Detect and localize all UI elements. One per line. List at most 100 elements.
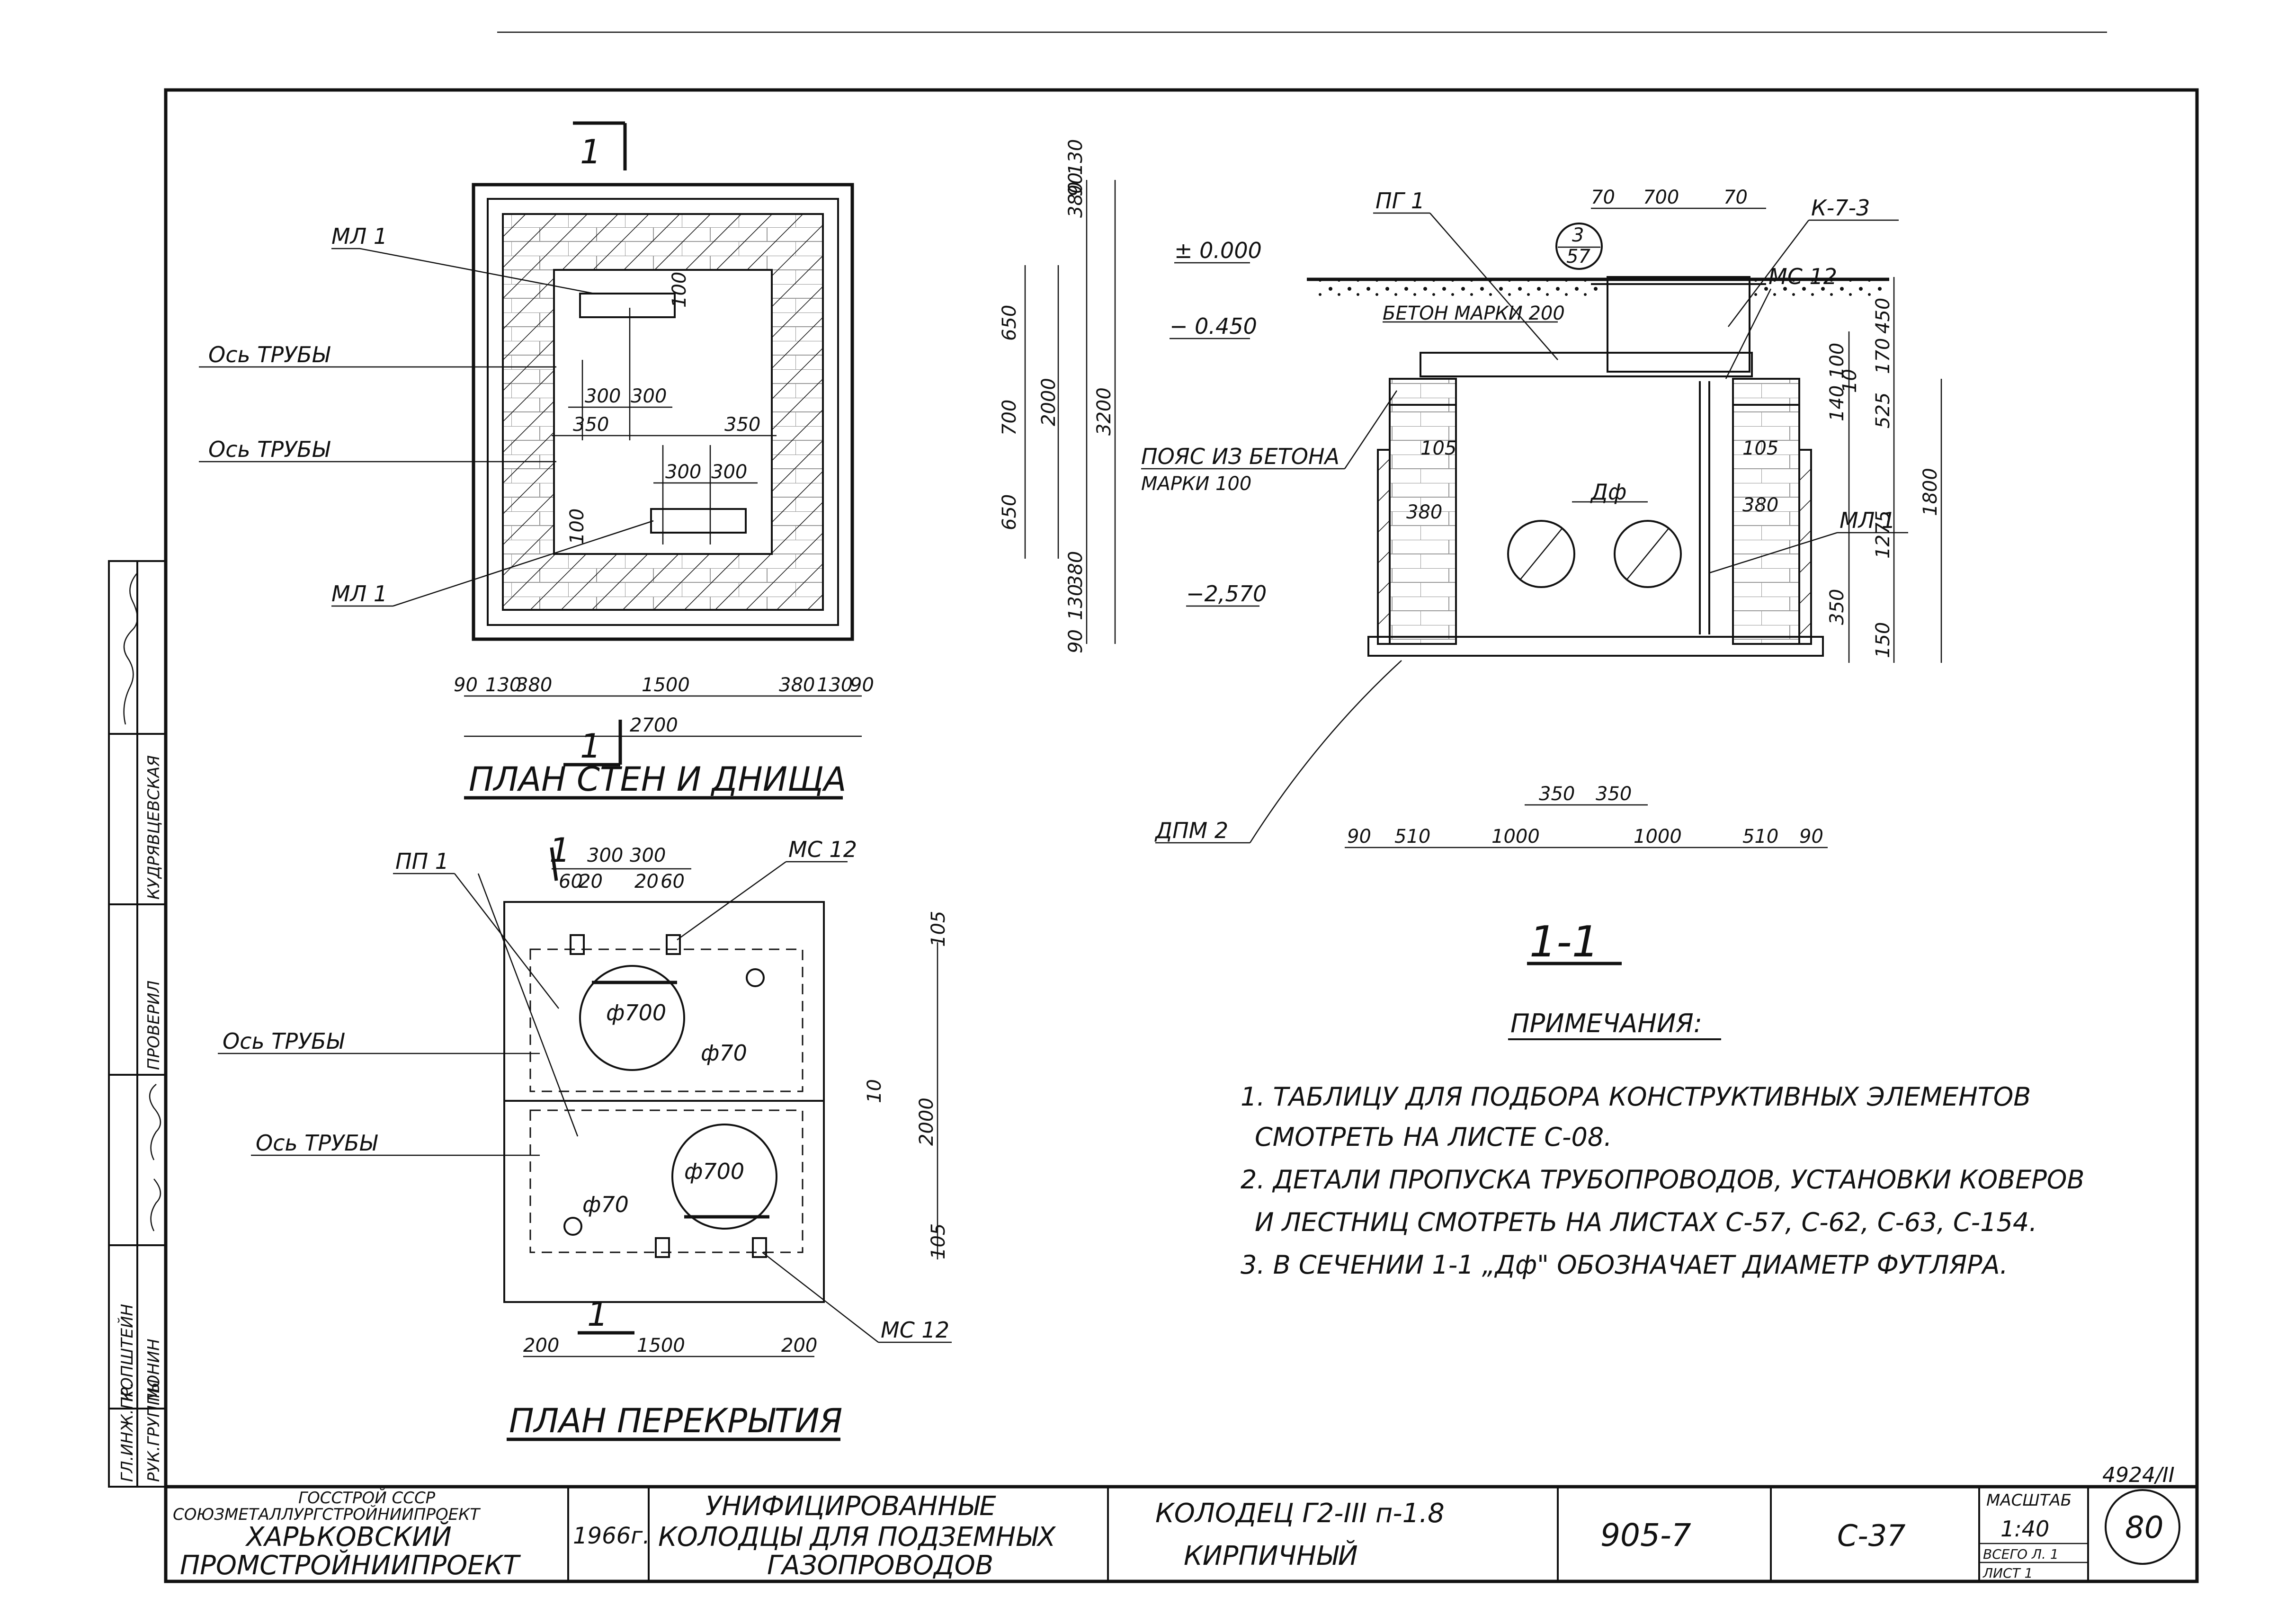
svg-text:700: 700: [1643, 187, 1679, 208]
cover-section-mark-bottom: 1: [587, 1295, 608, 1334]
svg-text:КУДРЯВЦЕВСКАЯ: КУДРЯВЦЕВСКАЯ: [144, 755, 163, 900]
dim-b: 300: [631, 385, 667, 407]
svg-text:1500: 1500: [642, 674, 690, 696]
svg-text:МОНИН: МОНИН: [144, 1338, 163, 1401]
elev-0: ± 0.000: [1174, 238, 1262, 263]
svg-text:3: 3: [1572, 224, 1584, 246]
label-mc-bottom: МС 12: [881, 1317, 949, 1343]
svg-text:450: 450: [1872, 298, 1894, 334]
label-axis-2: Ось ТРУБЫ: [208, 437, 331, 462]
signature-1: [123, 572, 138, 725]
elev-1: − 0.450: [1170, 313, 1257, 339]
scale: 1:40: [2000, 1516, 2049, 1542]
svg-text:90: 90: [1065, 629, 1087, 653]
label-belt-1: ПОЯС ИЗ БЕТОНА: [1141, 444, 1339, 469]
svg-text:90: 90: [454, 674, 478, 696]
ladder-top: [579, 293, 676, 318]
svg-text:300: 300: [630, 845, 666, 866]
svg-text:КОЛОДЕЦ Г2-III п-1.8: КОЛОДЕЦ Г2-III п-1.8: [1155, 1498, 1445, 1529]
svg-text:РУК.ГРУППЫ: РУК.ГРУППЫ: [144, 1379, 163, 1482]
section-title: 1-1: [1529, 917, 1599, 967]
svg-text:2000: 2000: [916, 1098, 938, 1146]
section-mark-bottom: 1: [580, 727, 601, 766]
svg-text:10: 10: [864, 1079, 885, 1103]
label-hole-small-1: ф70: [701, 1040, 747, 1066]
side-stamp: ГЛ.ИНЖ.ПР. РУК.ГРУППЫ ПРОВЕРИЛ КУДРЯВЦЕВ…: [108, 560, 167, 1488]
notes: ПРИМЕЧАНИЯ: 1. ТАБЛИЦУ ДЛЯ ПОДБОРА КОНСТ…: [1241, 1008, 2084, 1280]
pipe-2: [1614, 520, 1682, 588]
svg-text:650: 650: [999, 305, 1020, 341]
svg-text:1000: 1000: [1634, 826, 1682, 848]
ref-number: 4924/II: [2102, 1463, 2175, 1487]
svg-text:ГЛ.ИНЖ.ПР.: ГЛ.ИНЖ.ПР.: [118, 1382, 137, 1482]
section-1-1: ± 0.000 − 0.450 −2,570 ПГ 1 К-7-3 3 57 Б…: [1141, 187, 1942, 967]
svg-text:105: 105: [928, 1223, 949, 1259]
svg-text:КИРПИЧНЫЙ: КИРПИЧНЫЙ: [1184, 1541, 1358, 1571]
svg-text:150: 150: [1872, 622, 1894, 658]
dim-d: 350: [724, 414, 760, 436]
svg-text:70: 70: [1591, 187, 1615, 208]
label-hole-big-1: ф700: [606, 1000, 666, 1026]
plan-outer-wall: [472, 183, 854, 641]
svg-text:105: 105: [1420, 437, 1456, 459]
svg-text:170: 170: [1872, 338, 1894, 374]
svg-text:ХАРЬКОВСКИЙ: ХАРЬКОВСКИЙ: [245, 1522, 452, 1553]
svg-text:140: 140: [1826, 385, 1848, 421]
page-circle: [2105, 1489, 2180, 1565]
svg-text:700: 700: [999, 400, 1020, 436]
dim-g: 100: [669, 272, 690, 308]
note-line-3: 2. ДЕТАЛИ ПРОПУСКА ТРУБОПРОВОДОВ, УСТАНО…: [1241, 1165, 2084, 1195]
svg-text:ЛИСТ 1: ЛИСТ 1: [1982, 1565, 2033, 1581]
signature-2: [150, 1178, 161, 1231]
dim-total-height: 3200: [1093, 387, 1115, 436]
note-line-2: СМОТРЕТЬ НА ЛИСТЕ С-08.: [1255, 1122, 1612, 1152]
label-pp: ПП 1: [395, 848, 449, 874]
svg-text:90: 90: [1065, 172, 1087, 196]
svg-text:300: 300: [587, 845, 623, 866]
plan-walls: 300 300 350 350 300 300 100 100 1 1 МЛ 1…: [199, 121, 1116, 800]
year: 1966г.: [573, 1523, 650, 1549]
section-mark-top: 1: [580, 133, 601, 171]
label-mc-top: МС 12: [788, 837, 857, 862]
dim-e: 300: [665, 461, 701, 483]
cover-hole-1: [579, 965, 685, 1071]
plan-walls-title: ПЛАН СТЕН И ДНИЩА: [469, 760, 847, 799]
svg-text:10: 10: [1839, 369, 1861, 393]
svg-text:380: 380: [1406, 501, 1442, 523]
dim-h: 100: [566, 509, 588, 544]
svg-text:57: 57: [1566, 246, 1590, 268]
note-line-5: 3. В СЕЧЕНИИ 1-1 „Дф" ОБОЗНАЧАЕТ ДИАМЕТР…: [1241, 1250, 2008, 1280]
cover-hole-2: [671, 1124, 777, 1230]
svg-text:130: 130: [485, 674, 521, 696]
svg-text:ГОССТРОЙ СССР: ГОССТРОЙ СССР: [298, 1488, 436, 1508]
dim-inner-height: 2000: [1038, 378, 1060, 426]
label-hole-small-2: ф70: [582, 1192, 629, 1217]
label-cover-axis-2: Ось ТРУБЫ: [256, 1130, 378, 1156]
plan-cover: ф700 ф70 ф700 ф70 1 300 300 60 20 20 60 …: [218, 831, 952, 1441]
svg-text:510: 510: [1742, 826, 1778, 848]
svg-text:650: 650: [999, 494, 1020, 530]
svg-text:105: 105: [928, 911, 949, 947]
svg-text:70: 70: [1723, 187, 1748, 208]
dim-a: 300: [585, 385, 621, 407]
label-ml-bottom: МЛ 1: [331, 581, 387, 607]
svg-text:100: 100: [1826, 343, 1848, 379]
svg-text:510: 510: [1394, 826, 1430, 848]
label-belt-2: МАРКИ 100: [1141, 473, 1251, 495]
label-hole-big-2: ф700: [684, 1159, 744, 1184]
svg-text:ПРОВЕРИЛ: ПРОВЕРИЛ: [144, 981, 163, 1070]
label-axis-1: Ось ТРУБЫ: [208, 342, 331, 367]
ref-mark: [1555, 223, 1603, 270]
svg-text:105: 105: [1742, 437, 1778, 459]
slab-pg: [1420, 352, 1753, 377]
svg-text:525: 525: [1872, 393, 1894, 428]
svg-text:60: 60: [559, 871, 583, 892]
pipe-1: [1507, 520, 1575, 588]
svg-text:20: 20: [579, 871, 603, 892]
svg-text:ПРОМСТРОЙНИИПРОЕКТ: ПРОМСТРОЙНИИПРОЕКТ: [180, 1550, 521, 1581]
svg-text:1275: 1275: [1872, 510, 1894, 559]
svg-text:90: 90: [850, 674, 874, 696]
note-line-4: И ЛЕСТНИЦ СМОТРЕТЬ НА ЛИСТАХ С-57, С-62,…: [1255, 1207, 2037, 1237]
cover-section-mark-top: 1: [549, 831, 571, 870]
label-ml-top: МЛ 1: [331, 223, 387, 249]
